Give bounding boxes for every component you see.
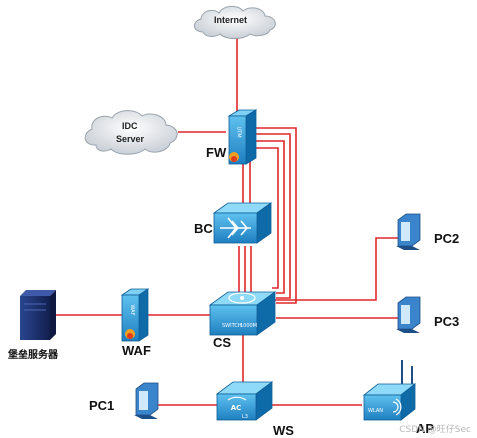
cs-label: CS — [213, 335, 232, 350]
bc-label: BC — [194, 221, 213, 236]
bastion-server-icon — [20, 290, 56, 340]
link-fw-cs-3 — [256, 140, 285, 294]
fw-firewall-icon — [227, 109, 258, 165]
ap-access-point-icon — [362, 360, 417, 421]
ap-label: AP — [416, 421, 435, 436]
ws-wireless-switch-icon — [215, 381, 274, 421]
bastion-label: 堡垒服务器 — [8, 350, 58, 361]
link-fw-cs-1 — [256, 127, 297, 304]
cs-device-text-speed: 1000M — [240, 323, 257, 329]
ap-device-text: WLAN — [368, 408, 383, 414]
ws-label: WS — [273, 423, 294, 438]
link-fw-cs-2 — [256, 133, 291, 299]
waf-label: WAF — [122, 343, 151, 358]
pc2-label: PC2 — [434, 231, 460, 246]
internet-cloud-icon — [194, 5, 276, 39]
waf-appliance-icon — [120, 288, 150, 342]
pc2-pc-icon — [396, 213, 421, 250]
ws-device-text-ac: AC — [231, 404, 242, 412]
watermark-text: CSDN @旺仔Sec — [399, 425, 471, 435]
cs-core-switch-icon — [208, 291, 277, 336]
idc-label-line1: IDC — [122, 121, 138, 131]
fw-label: FW — [206, 145, 227, 160]
idc-cloud-icon — [84, 110, 178, 155]
network-links — [54, 30, 398, 406]
cs-device-text-switch: SWITCH — [222, 323, 242, 329]
pc3-pc-icon — [396, 296, 421, 333]
fw-device-text: UTM — [236, 126, 242, 137]
internet-label: Internet — [214, 15, 248, 25]
ws-device-text-l3: L3 — [242, 414, 248, 420]
bc-router-icon — [212, 202, 273, 244]
idc-label-line2: Server — [116, 134, 145, 144]
pc1-pc-icon — [134, 382, 159, 419]
pc1-label: PC1 — [89, 398, 115, 413]
waf-device-text: WAF — [129, 305, 135, 316]
link-cs-pc2 — [272, 237, 398, 301]
link-fw-cs-4 — [256, 147, 279, 289]
pc3-label: PC3 — [434, 314, 460, 329]
